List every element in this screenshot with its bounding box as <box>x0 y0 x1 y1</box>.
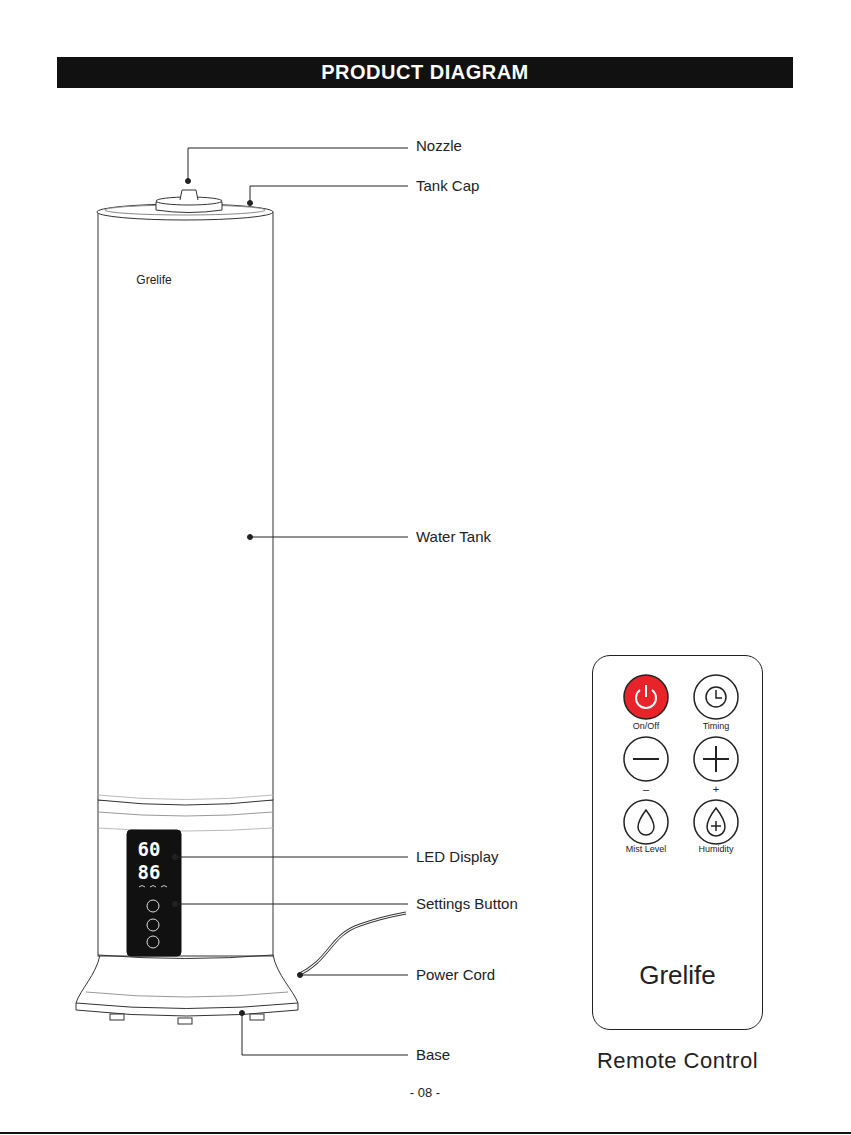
remote-control: Remote ControlGrelife <box>592 655 763 1030</box>
part-name: Power Cord <box>416 966 495 983</box>
button-label: On/Off <box>633 721 659 731</box>
part-name: Water Tank <box>416 528 491 545</box>
title: PRODUCT DIAGRAM <box>321 61 529 84</box>
button-label: Timing <box>703 721 730 731</box>
title-bar <box>57 57 793 88</box>
part-name: Tank Cap <box>416 177 479 194</box>
brand-logo: Grelife <box>639 961 716 991</box>
brand-logo: Grelife <box>136 274 171 288</box>
part-name: LED Display <box>416 848 499 865</box>
button-label: + <box>713 783 719 796</box>
part-name: Settings Button <box>416 895 518 912</box>
heading: Remote Control <box>597 1048 758 1073</box>
display-digits: 60 <box>138 839 161 861</box>
leader-lines <box>173 148 409 1055</box>
button-label: Mist Level <box>626 844 667 854</box>
display-digits: 86 <box>138 862 161 884</box>
humidifier <box>76 190 406 1024</box>
remote-buttons <box>624 675 738 844</box>
page-number: - 08 - <box>410 1086 440 1101</box>
part-name: Base <box>416 1046 450 1063</box>
button-label: – <box>643 783 649 796</box>
part-name: Nozzle <box>416 137 462 154</box>
button-label: Humidity <box>698 844 733 854</box>
bottom-rule <box>0 1132 851 1134</box>
